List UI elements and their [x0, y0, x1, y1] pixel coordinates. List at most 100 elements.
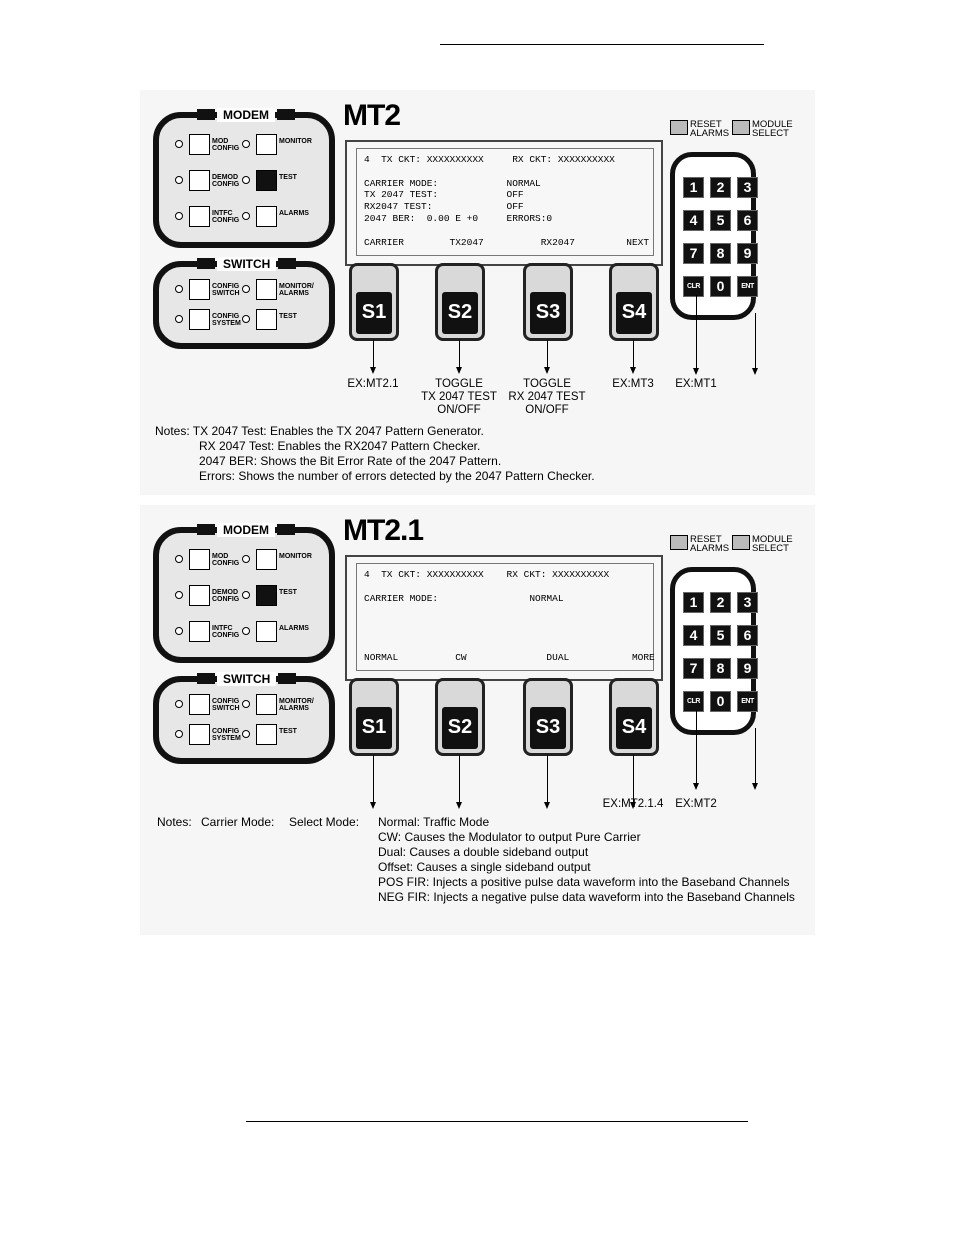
softkey-arrow [544, 340, 550, 374]
softkey-arrow [630, 340, 636, 374]
keypad-key-4[interactable]: 4 [683, 210, 704, 231]
keypad-key-8[interactable]: 8 [710, 243, 731, 264]
modem-led [175, 555, 183, 563]
keypad-key-0[interactable]: 0 [710, 276, 731, 297]
keypad-key-4[interactable]: 4 [683, 625, 704, 646]
switch-key-test[interactable] [256, 309, 277, 330]
keypad-key-7[interactable]: 7 [683, 243, 704, 264]
keypad-key-5[interactable]: 5 [710, 210, 731, 231]
switch-key-config-switch[interactable] [189, 279, 210, 300]
reset-alarms-icon[interactable] [670, 120, 688, 135]
switch-key-config-switch[interactable] [189, 694, 210, 715]
lcd-line: NORMAL CW DUAL MORE [364, 651, 655, 663]
modem-key-test[interactable] [256, 170, 277, 191]
modem-key-label: MOD CONFIG [212, 138, 240, 152]
softkey-s2[interactable]: S2 [435, 263, 485, 341]
modem-key-intfc-config[interactable] [189, 206, 210, 227]
lcd-inner-frame [356, 148, 654, 256]
keypad-key-2[interactable]: 2 [710, 177, 731, 198]
lcd-line: 4 TX CKT: XXXXXXXXXX RX CKT: XXXXXXXXXX [364, 569, 610, 580]
lcd-line: 2047 BER: 0.00 E +0 ERRORS:0 [364, 213, 553, 224]
softkey-label: S1 [356, 292, 392, 334]
switch-key-label: MONITOR/ ALARMS [279, 283, 314, 297]
note-line: Notes: TX 2047 Test: Enables the TX 2047… [155, 424, 484, 438]
softkey-s4[interactable]: S4 [609, 678, 659, 756]
softkey-label: S1 [356, 707, 392, 749]
keypad-key-3[interactable]: 3 [737, 177, 758, 198]
modem-key-intfc-config[interactable] [189, 621, 210, 642]
softkey-label: S4 [616, 707, 652, 749]
modem-key-monitor[interactable] [256, 549, 277, 570]
modem-group-label: MODEM [197, 108, 295, 122]
bottom-rule [246, 1121, 748, 1122]
keypad-key-1[interactable]: 1 [683, 592, 704, 613]
lcd-line: CARRIER MODE: NORMAL [364, 592, 564, 604]
keypad-key-0[interactable]: 0 [710, 691, 731, 712]
keypad-key-clr[interactable]: CLR [683, 276, 704, 297]
keypad-key-6[interactable]: 6 [737, 625, 758, 646]
switch-key-config-system[interactable] [189, 309, 210, 330]
softkey-s3[interactable]: S3 [523, 263, 573, 341]
keypad-arrow [752, 313, 758, 375]
softkey-s4[interactable]: S4 [609, 263, 659, 341]
softkey-caption: EX:MT2.1 [347, 378, 399, 390]
keypad-key-2[interactable]: 2 [710, 592, 731, 613]
modem-key-demod-config[interactable] [189, 170, 210, 191]
switch-group-label: SWITCH [196, 672, 297, 686]
note-line: 2047 BER: Shows the Bit Error Rate of th… [199, 454, 502, 468]
softkey-arrow [630, 755, 636, 809]
note-line: Errors: Shows the number of errors detec… [199, 469, 595, 483]
switch-key-monitor-alarms[interactable] [256, 279, 277, 300]
keypad-key-clr[interactable]: CLR [683, 691, 704, 712]
softkey-s2[interactable]: S2 [435, 678, 485, 756]
switch-key-monitor-alarms[interactable] [256, 694, 277, 715]
switch-key-config-system[interactable] [189, 724, 210, 745]
softkey-s1[interactable]: S1 [349, 263, 399, 341]
modem-led [242, 176, 250, 184]
modem-key-mod-config[interactable] [189, 549, 210, 570]
keypad-key-8[interactable]: 8 [710, 658, 731, 679]
lcd-line: CARRIER MODE: NORMAL [364, 177, 541, 189]
softkey-arrow [456, 340, 462, 374]
modem-key-label: INTFC CONFIG [212, 625, 240, 639]
keypad-key-9[interactable]: 9 [737, 243, 758, 264]
keypad-key-9[interactable]: 9 [737, 658, 758, 679]
modem-key-alarms[interactable] [256, 206, 277, 227]
switch-key-label: TEST [279, 728, 297, 735]
note-line: POS FIR: Injects a positive pulse data w… [378, 875, 790, 889]
keypad-key-7[interactable]: 7 [683, 658, 704, 679]
softkey-s1[interactable]: S1 [349, 678, 399, 756]
softkey-caption: TOGGLE RX 2047 TEST ON/OFF [508, 378, 586, 416]
keypad-key-6[interactable]: 6 [737, 210, 758, 231]
lcd-line: TX 2047 TEST: OFF [364, 189, 524, 201]
switch-led [242, 730, 250, 738]
switch-key-label: CONFIG SWITCH [212, 698, 240, 712]
reset-alarms-icon[interactable] [670, 535, 688, 550]
softkey-s3[interactable]: S3 [523, 678, 573, 756]
switch-led [242, 700, 250, 708]
modem-key-demod-config[interactable] [189, 585, 210, 606]
switch-key-test[interactable] [256, 724, 277, 745]
module-select-icon[interactable] [732, 535, 750, 550]
keypad-key-ent[interactable]: ENT [737, 276, 758, 297]
keypad-key-3[interactable]: 3 [737, 592, 758, 613]
modem-led [175, 591, 183, 599]
modem-key-alarms[interactable] [256, 621, 277, 642]
modem-key-label: DEMOD CONFIG [212, 174, 240, 188]
switch-led [175, 700, 183, 708]
switch-led [242, 315, 250, 323]
softkey-caption: EX:MT3 [612, 378, 654, 390]
softkey-label: S3 [530, 292, 566, 334]
keypad-key-5[interactable]: 5 [710, 625, 731, 646]
keypad-key-ent[interactable]: ENT [737, 691, 758, 712]
modem-key-monitor[interactable] [256, 134, 277, 155]
modem-key-mod-config[interactable] [189, 134, 210, 155]
keypad-key-1[interactable]: 1 [683, 177, 704, 198]
modem-key-test[interactable] [256, 585, 277, 606]
module-select-icon[interactable] [732, 120, 750, 135]
